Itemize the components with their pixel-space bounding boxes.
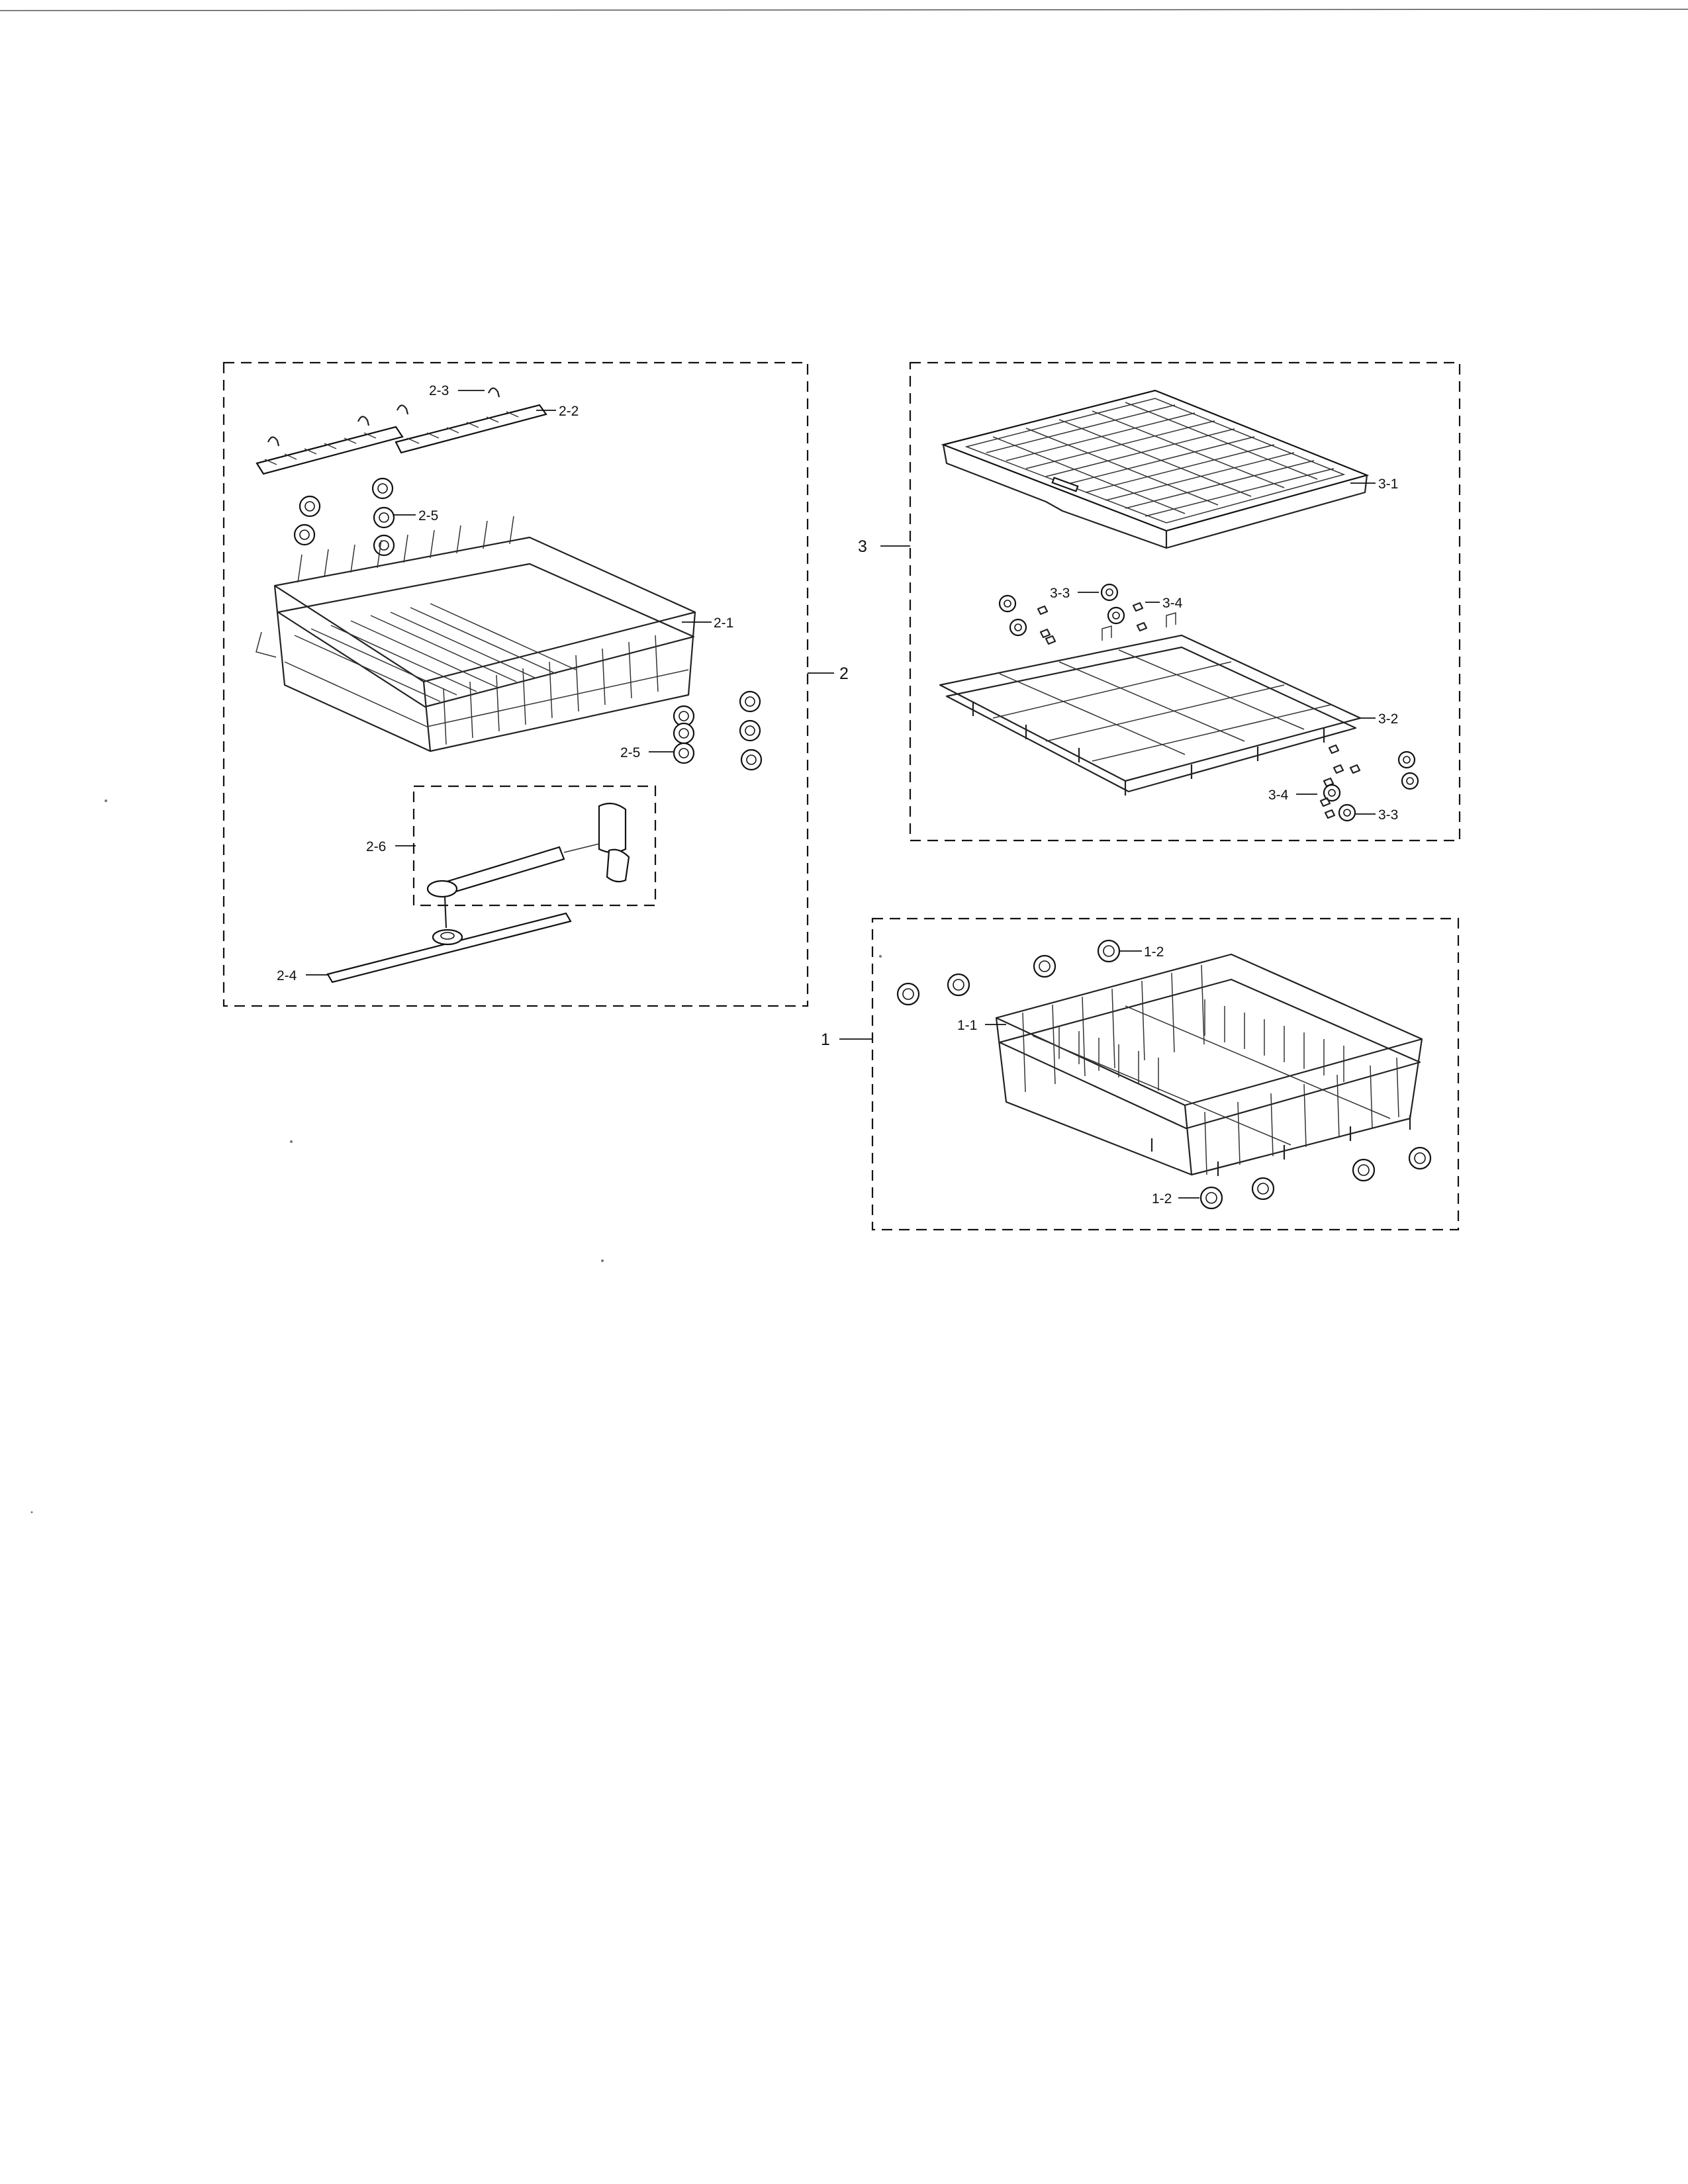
cutlery-tray-leaders [880,482,1376,815]
label-3: 3 [858,537,867,556]
label-2-5-upper: 2-5 [418,508,438,523]
label-2-4: 2-4 [277,968,297,983]
side-rollers [673,690,763,771]
tray-part [941,389,1370,549]
lower-rack-body [995,953,1423,1176]
tray-rack-part [939,612,1362,796]
label-3-4-top: 3-4 [1162,596,1183,611]
label-3-3-top: 3-3 [1050,586,1070,601]
cutlery-tray-assembly: 3-1 3-3 3-4 3-2 3-4 3-3 3 [858,361,1461,842]
label-3-2: 3-2 [1378,711,1398,727]
label-1-1: 1-1 [957,1018,977,1033]
lower-rack-group-box [871,917,1460,1231]
label-2-6: 2-6 [366,839,386,854]
lower-wheels-top [896,939,1121,1006]
cutlery-tray-group-box [909,361,1461,842]
upper-rack-assembly: 2-3 2-2 2-5 2-1 2-5 2-6 2-4 2 [222,361,849,1007]
upper-rack-group-box [222,361,809,1007]
tray-rollers-bottom [1319,744,1419,822]
lower-rack-leaders [839,950,1199,1199]
page-top-border [0,9,1688,11]
label-1-2-top: 1-2 [1144,944,1164,960]
label-3-4-bottom: 3-4 [1268,788,1289,803]
rail-parts [256,404,547,475]
spray-arm-part [326,912,572,983]
label-3-1: 3-1 [1378,477,1398,492]
label-1-2-bottom: 1-2 [1152,1191,1172,1206]
label-2-5-lower: 2-5 [620,745,640,760]
label-2-2: 2-2 [559,404,579,419]
upper-rack-leaders [306,390,834,976]
label-3-3-bottom: 3-3 [1378,807,1398,823]
label-2-1: 2-1 [714,615,733,631]
label-2: 2 [839,664,849,683]
tray-rollers-top [998,583,1148,645]
label-2-3: 2-3 [429,383,449,398]
lower-wheels-bottom [1199,1146,1432,1210]
label-1: 1 [821,1030,830,1049]
scan-specks [30,799,882,1514]
upper-rollers [293,477,395,557]
lower-rack-assembly: 1-2 1-1 1-2 1 [821,917,1460,1231]
upper-rack-body [256,516,696,752]
clip-parts [267,387,500,447]
duct-part [426,802,630,929]
